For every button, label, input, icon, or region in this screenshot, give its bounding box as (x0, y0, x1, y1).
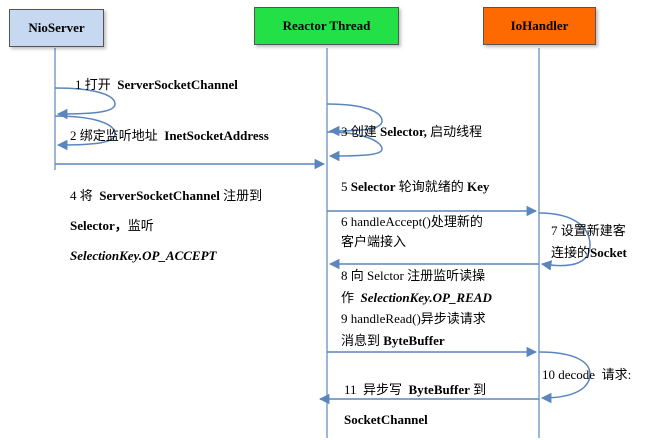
step1-self-arrow (54, 87, 116, 120)
step10-label: 10 decode 请求: (542, 367, 632, 382)
step6-label: 6 handleAccept()处理新的 客户端接入 (341, 214, 483, 249)
io-handler-actor: IoHandler (483, 7, 596, 45)
step2-self-arrow (54, 115, 116, 151)
step7-self-arrow (538, 212, 591, 271)
step3b-self-arrow (326, 131, 383, 162)
step2-label: 2 绑定监听地址 InetSocketAddress (70, 128, 269, 143)
reactor-thread-actor: Reactor Thread (254, 7, 399, 45)
step1-label: 1 打开 ServerSocketChannel (75, 77, 238, 92)
step10-self-arrow (538, 351, 591, 404)
step3-label: 3 创建 Selector, 启动线程 (341, 124, 483, 139)
step3-self-arrow (326, 103, 383, 137)
step4-label: 4 将 ServerSocketChannel 注册到 Selector，监听 … (70, 188, 263, 263)
reactor-thread-label: Reactor Thread (282, 18, 371, 33)
step11-label: 11 异步写 ByteBuffer 到 SocketChannel (344, 382, 487, 427)
io-handler-label: IoHandler (510, 18, 569, 33)
nio-server-actor: NioServer (9, 9, 104, 47)
step7-label: 7 设置新建客 连接的Socket (551, 223, 627, 260)
nio-server-label: NioServer (28, 20, 85, 35)
step8-label: 8 向 Selctor 注册监听读操 作 SelectionKey.OP_REA… (341, 268, 492, 305)
step5-label: 5 Selector 轮询就绪的 Key (341, 179, 490, 194)
step9-label: 9 handleRead()异步读请求 消息到 ByteBuffer (341, 311, 486, 348)
